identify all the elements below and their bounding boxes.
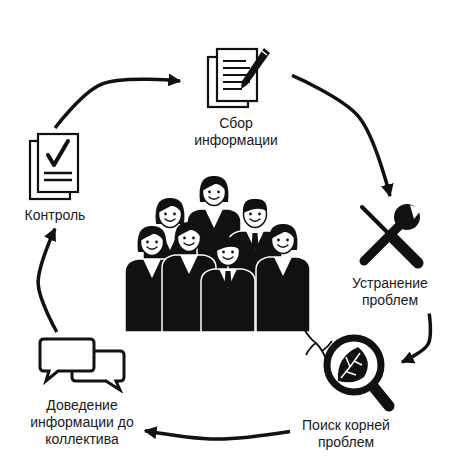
step-icon — [352, 199, 428, 271]
step-label: Устранение проблем — [340, 275, 440, 309]
process-step: Устранение проблем — [334, 196, 446, 314]
cycle-arrow — [292, 75, 390, 196]
cycle-arrow — [38, 229, 57, 332]
process-step: Контроль — [11, 128, 99, 229]
step-label: Контроль — [17, 207, 93, 224]
step-label: Поиск корней проблем — [296, 417, 396, 451]
process-step: Поиск корней проблем — [290, 322, 402, 456]
cycle-arrow — [145, 431, 290, 439]
process-step: Доведение информации до коллектива — [19, 332, 145, 452]
person-figure — [201, 237, 255, 332]
step-icon — [200, 45, 272, 111]
step-icon — [296, 325, 396, 413]
step-label: Сбор информации — [186, 115, 286, 149]
step-icon — [26, 131, 84, 203]
step-label: Доведение информации до коллектива — [25, 397, 139, 447]
step-icon — [36, 335, 128, 393]
person-figure — [256, 224, 310, 332]
process-step: Сбор информации — [180, 42, 292, 154]
cycle-arrow — [55, 79, 180, 128]
cycle-arrow — [402, 314, 430, 362]
